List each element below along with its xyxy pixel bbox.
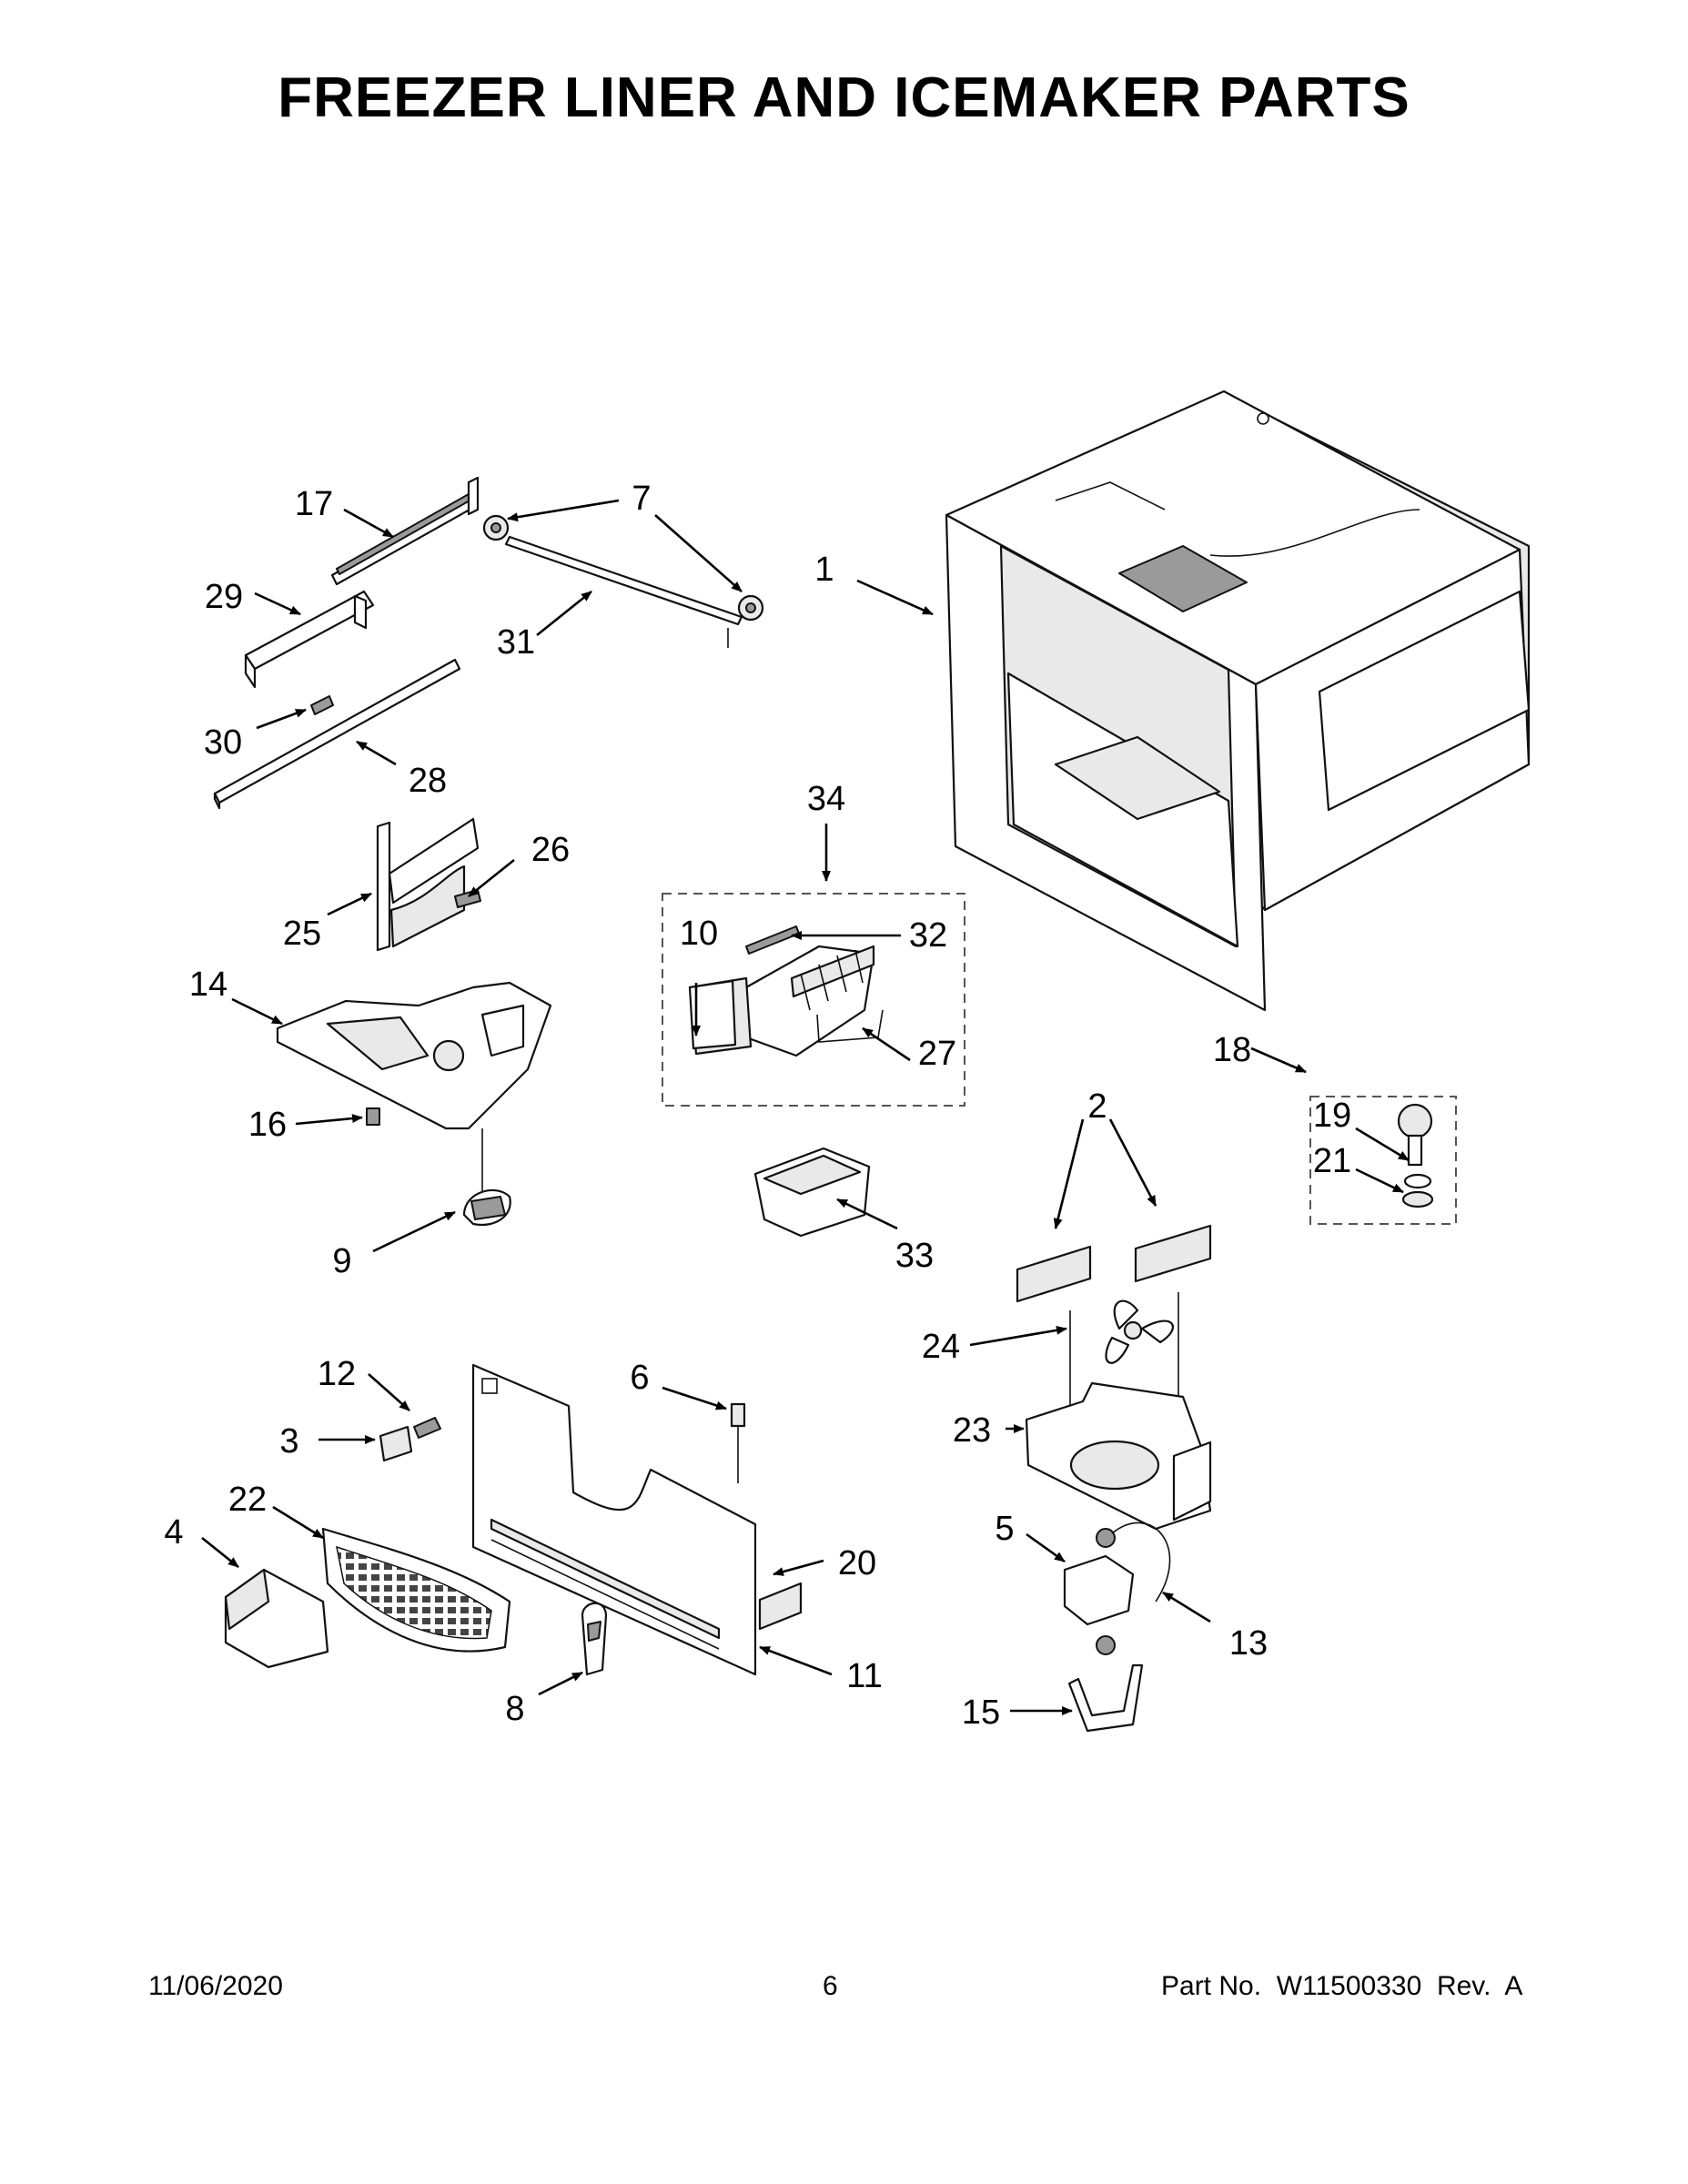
thermistor-screw-part: [413, 1417, 441, 1439]
motor-bracket-part: [1067, 1663, 1144, 1733]
mounting-bracket-part: [376, 817, 480, 952]
ice-bin-part: [753, 1147, 871, 1238]
defrost-sensor-part: [730, 1402, 746, 1483]
icemaker-kit-box: [662, 893, 965, 1107]
callout-2: 2: [1087, 1087, 1107, 1126]
callout-10: 10: [680, 915, 718, 953]
callout-3: 3: [279, 1422, 298, 1461]
icemaker-cover-part: [276, 981, 552, 1192]
freezer-liner-part: [945, 389, 1531, 1012]
drain-clip-part: [581, 1602, 608, 1676]
footer-part-number: Part No. W11500330 Rev. A: [1161, 1971, 1523, 2001]
callout-9: 9: [332, 1242, 351, 1280]
drawer-slide-part: [213, 658, 461, 810]
pinion-gear-part: [482, 514, 764, 622]
drawer-shaft-part: [504, 535, 743, 648]
callout-29: 29: [205, 578, 243, 616]
callout-16: 16: [248, 1106, 287, 1144]
screw-part: [310, 695, 334, 715]
callout-21: 21: [1313, 1142, 1351, 1180]
callout-6: 6: [630, 1359, 649, 1397]
callout-leaders: [201, 499, 1410, 1715]
callout-11: 11: [846, 1657, 882, 1695]
callout-20: 20: [838, 1544, 876, 1582]
footer-date: 11/06/2020: [148, 1971, 283, 2001]
callout-31: 31: [497, 623, 535, 662]
foam-strip-part: [758, 1582, 803, 1631]
callout-13: 13: [1229, 1624, 1268, 1663]
callout-25: 25: [283, 915, 321, 953]
callout-23: 23: [953, 1411, 991, 1450]
freezer-drawer-rail-part: [330, 476, 480, 586]
page-title: FREEZER LINER AND ICEMAKER PARTS: [278, 66, 1410, 129]
callout-4: 4: [164, 1513, 183, 1552]
callout-19: 19: [1313, 1097, 1351, 1135]
callout-15: 15: [962, 1694, 1000, 1732]
callout-8: 8: [505, 1690, 524, 1728]
seal-part: [1401, 1190, 1434, 1208]
valve-kit-box: [1309, 1096, 1457, 1225]
thermistor-part: [379, 1425, 413, 1462]
valve-part: [1397, 1103, 1433, 1167]
callout-33: 33: [895, 1237, 934, 1275]
callout-14: 14: [189, 966, 227, 1004]
footer-page-number: 6: [823, 1971, 838, 2001]
callout-32: 32: [909, 916, 947, 955]
icemaker-part: [744, 945, 875, 1057]
switch-part: [366, 1107, 380, 1126]
callout-30: 30: [204, 723, 242, 762]
knob-part: [462, 1188, 511, 1227]
insulation-pad-part: [1016, 1224, 1212, 1303]
callout-12: 12: [318, 1355, 356, 1393]
rail-support-part: [244, 590, 375, 689]
fan-blade-part: [1069, 1292, 1179, 1420]
callout-24: 24: [922, 1328, 960, 1366]
air-duct-part: [224, 1568, 329, 1669]
callout-18: 18: [1213, 1031, 1251, 1069]
o-ring-part: [1403, 1173, 1432, 1189]
fan-housing-part: [1025, 1381, 1212, 1531]
callout-7: 7: [632, 480, 651, 518]
callout-27: 27: [918, 1035, 956, 1073]
callout-22: 22: [228, 1481, 267, 1519]
callout-34: 34: [807, 780, 845, 818]
evaporator-grille-part: [321, 1527, 511, 1653]
wire-bracket-part: [816, 1009, 884, 1043]
harness-part: [745, 925, 800, 955]
callout-17: 17: [295, 485, 333, 523]
fan-motor-part: [1063, 1522, 1171, 1655]
callout-26: 26: [531, 831, 570, 869]
callout-5: 5: [995, 1510, 1014, 1548]
callout-28: 28: [409, 762, 447, 800]
rear-panel-part: [471, 1363, 757, 1676]
callout-1: 1: [814, 551, 834, 589]
icemaker-control-housing-part: [688, 976, 753, 1056]
